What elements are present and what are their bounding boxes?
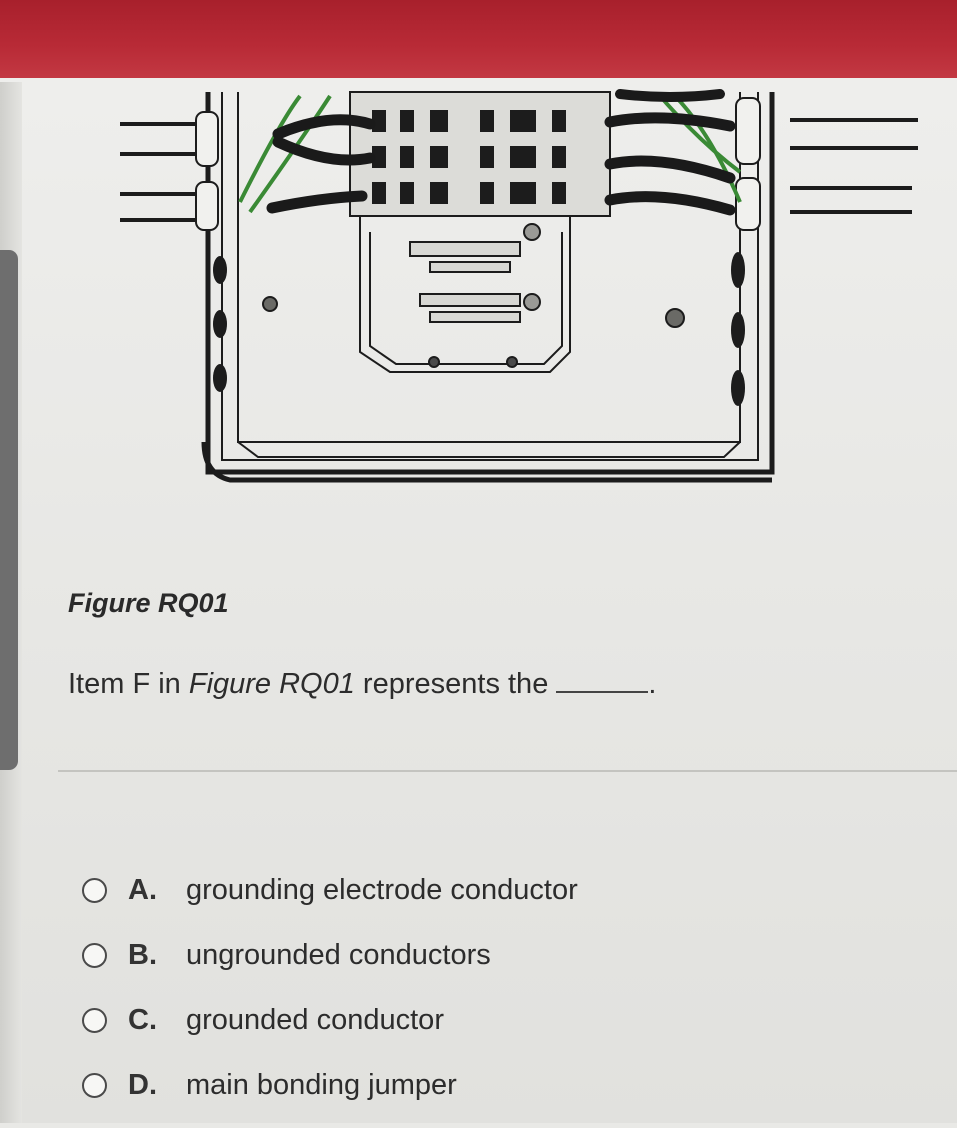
scrollbar-thumb[interactable] bbox=[0, 250, 18, 770]
radio-unselected-icon[interactable] bbox=[82, 1008, 107, 1033]
option-c[interactable]: C. grounded conductor bbox=[82, 998, 578, 1043]
option-label: ungrounded conductors bbox=[186, 939, 491, 971]
top-header-bar bbox=[0, 0, 957, 82]
option-letter: B. bbox=[128, 939, 157, 971]
figure-caption: Figure RQ01 bbox=[68, 588, 229, 618]
panel-mounting-screws bbox=[262, 296, 685, 328]
radio-unselected-icon[interactable] bbox=[82, 1073, 107, 1098]
question-end: . bbox=[648, 668, 657, 700]
option-b[interactable]: B. ungrounded conductors bbox=[82, 933, 578, 978]
option-label: grounded conductor bbox=[186, 1004, 444, 1036]
option-letter: A. bbox=[128, 874, 157, 906]
option-label: grounding electrode conductor bbox=[186, 874, 578, 906]
service-conduits bbox=[120, 118, 918, 222]
option-label: main bonding jumper bbox=[186, 1069, 457, 1101]
radio-unselected-icon[interactable] bbox=[82, 878, 107, 903]
answer-options: A. grounding electrode conductor B. ungr… bbox=[82, 868, 578, 1128]
panelboard-enclosure bbox=[201, 92, 775, 483]
option-letter: C. bbox=[128, 1004, 157, 1036]
black-conductors bbox=[266, 89, 736, 216]
question-prefix: Item F in bbox=[68, 668, 189, 700]
question-suffix: represents the bbox=[354, 668, 557, 700]
knockout-slots bbox=[213, 252, 745, 406]
answer-blank bbox=[556, 665, 649, 693]
option-d[interactable]: D. main bonding jumper bbox=[82, 1063, 578, 1108]
question-figure-ref: Figure RQ01 bbox=[188, 668, 355, 700]
question-text: Item F in Figure RQ01 represents the . bbox=[68, 665, 656, 701]
conduit-fittings bbox=[195, 97, 761, 231]
radio-unselected-icon[interactable] bbox=[82, 943, 107, 968]
option-a[interactable]: A. grounding electrode conductor bbox=[82, 868, 578, 913]
panelboard-figure bbox=[120, 89, 918, 483]
neutral-bar-assembly bbox=[359, 216, 571, 373]
option-letter: D. bbox=[128, 1069, 157, 1101]
section-divider bbox=[58, 770, 957, 772]
breaker-bank bbox=[349, 91, 611, 217]
